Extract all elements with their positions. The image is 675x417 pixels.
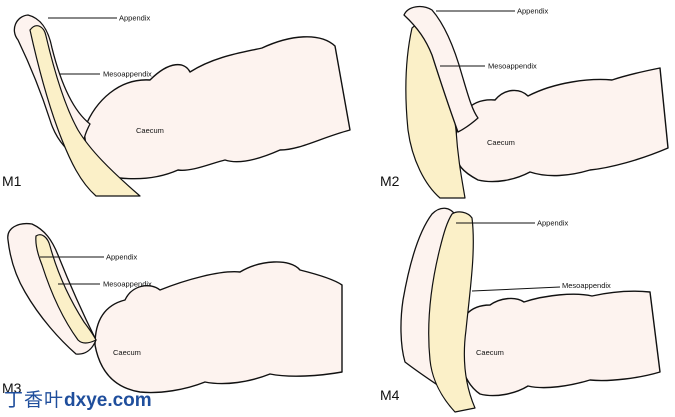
watermark-site-text: dxye.com: [64, 390, 152, 411]
label-appendix-m3: Appendix: [106, 253, 138, 262]
mesoappendix-shape-m1: [29, 25, 141, 197]
label-appendix-m2: Appendix: [517, 7, 549, 16]
label-mesoappendix-m1: Mesoappendix: [103, 70, 152, 79]
panel-m4: Appendix Mesoappendix Caecum M4: [380, 207, 661, 413]
label-mesoappendix-m3: Mesoappendix: [103, 280, 152, 289]
appendix-shape-m2: [403, 5, 479, 133]
watermark-logo: 丁香叶dxye.com: [4, 385, 152, 412]
mesoappendix-shape-m4: [428, 211, 476, 413]
label-caecum-m3: Caecum: [113, 348, 141, 357]
panel-label-m2: M2: [380, 173, 400, 189]
label-mesoappendix-m2: Mesoappendix: [488, 62, 537, 71]
label-caecum-m1: Caecum: [136, 126, 164, 135]
panel-label-m4: M4: [380, 387, 400, 403]
label-mesoappendix-m4: Mesoappendix: [562, 281, 611, 290]
panel-m1: Appendix Mesoappendix Caecum M1: [2, 14, 351, 197]
watermark-cn-text: 丁香叶: [4, 390, 65, 411]
leader-mesoappendix-m4: [471, 286, 561, 292]
panel-label-m1: M1: [2, 173, 22, 189]
caecum-shape-m2: [454, 67, 669, 183]
label-caecum-m4: Caecum: [476, 348, 504, 357]
panel-m3: Appendix Mesoappendix Caecum M3: [2, 222, 343, 396]
mesoappendix-shape-m3: [35, 234, 97, 344]
caecum-shape-m1: [83, 36, 351, 180]
label-appendix-m1: Appendix: [119, 14, 151, 23]
label-caecum-m2: Caecum: [487, 138, 515, 147]
caecum-shape-m4: [457, 290, 661, 397]
caecum-shape-m3: [94, 261, 343, 394]
panel-label-m3: M3: [2, 380, 22, 396]
label-appendix-m4: Appendix: [537, 219, 569, 228]
panel-m2: Appendix Mesoappendix Caecum M2: [380, 5, 669, 199]
